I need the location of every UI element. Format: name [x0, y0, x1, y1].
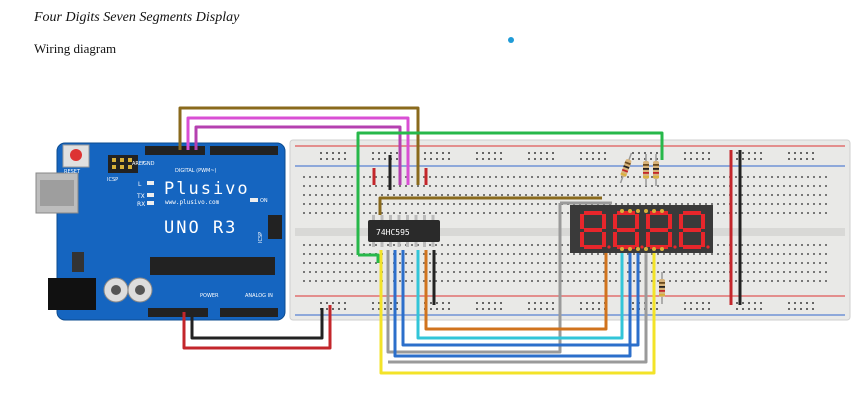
l-label: L	[138, 181, 142, 188]
dc-jack	[48, 278, 96, 310]
analog-label: ANALOG IN	[245, 293, 273, 299]
arduino-board: RESET ICSP DIGITAL (PWM~) GND AREF TX RX…	[35, 142, 286, 321]
digital-header-left	[145, 146, 205, 155]
gnd-label: GND	[143, 161, 155, 167]
atmega-chip	[150, 257, 275, 275]
brand-logo: Plusivo	[164, 179, 250, 199]
icsp2-label: ICSP	[258, 232, 264, 243]
shift-register-chip: 74HC595	[368, 215, 440, 247]
on-label: ON	[260, 198, 268, 204]
power-label: POWER	[200, 293, 219, 299]
chip-label: 74HC595	[376, 228, 410, 237]
tx-label: TX	[136, 193, 145, 200]
rx-label: RX	[137, 201, 145, 208]
reset-label: RESET	[64, 169, 81, 175]
digital-header-right	[210, 146, 278, 155]
brand-website: www.plusivo.com	[165, 199, 220, 206]
seven-segment-display	[570, 205, 713, 253]
power-header	[148, 308, 208, 317]
icsp-label: ICSP	[107, 177, 118, 183]
aref-label: AREF	[132, 161, 145, 167]
wires	[178, 106, 742, 375]
digital-label: DIGITAL (PWM~)	[175, 168, 217, 174]
icsp2-header	[268, 215, 282, 239]
resistors	[619, 152, 665, 304]
page-title: Four Digits Seven Segments Display	[34, 10, 240, 25]
analog-header	[220, 308, 278, 317]
bullet-dot	[508, 37, 514, 43]
model-label: UNO R3	[164, 218, 237, 238]
page-subtitle: Wiring diagram	[34, 41, 117, 56]
